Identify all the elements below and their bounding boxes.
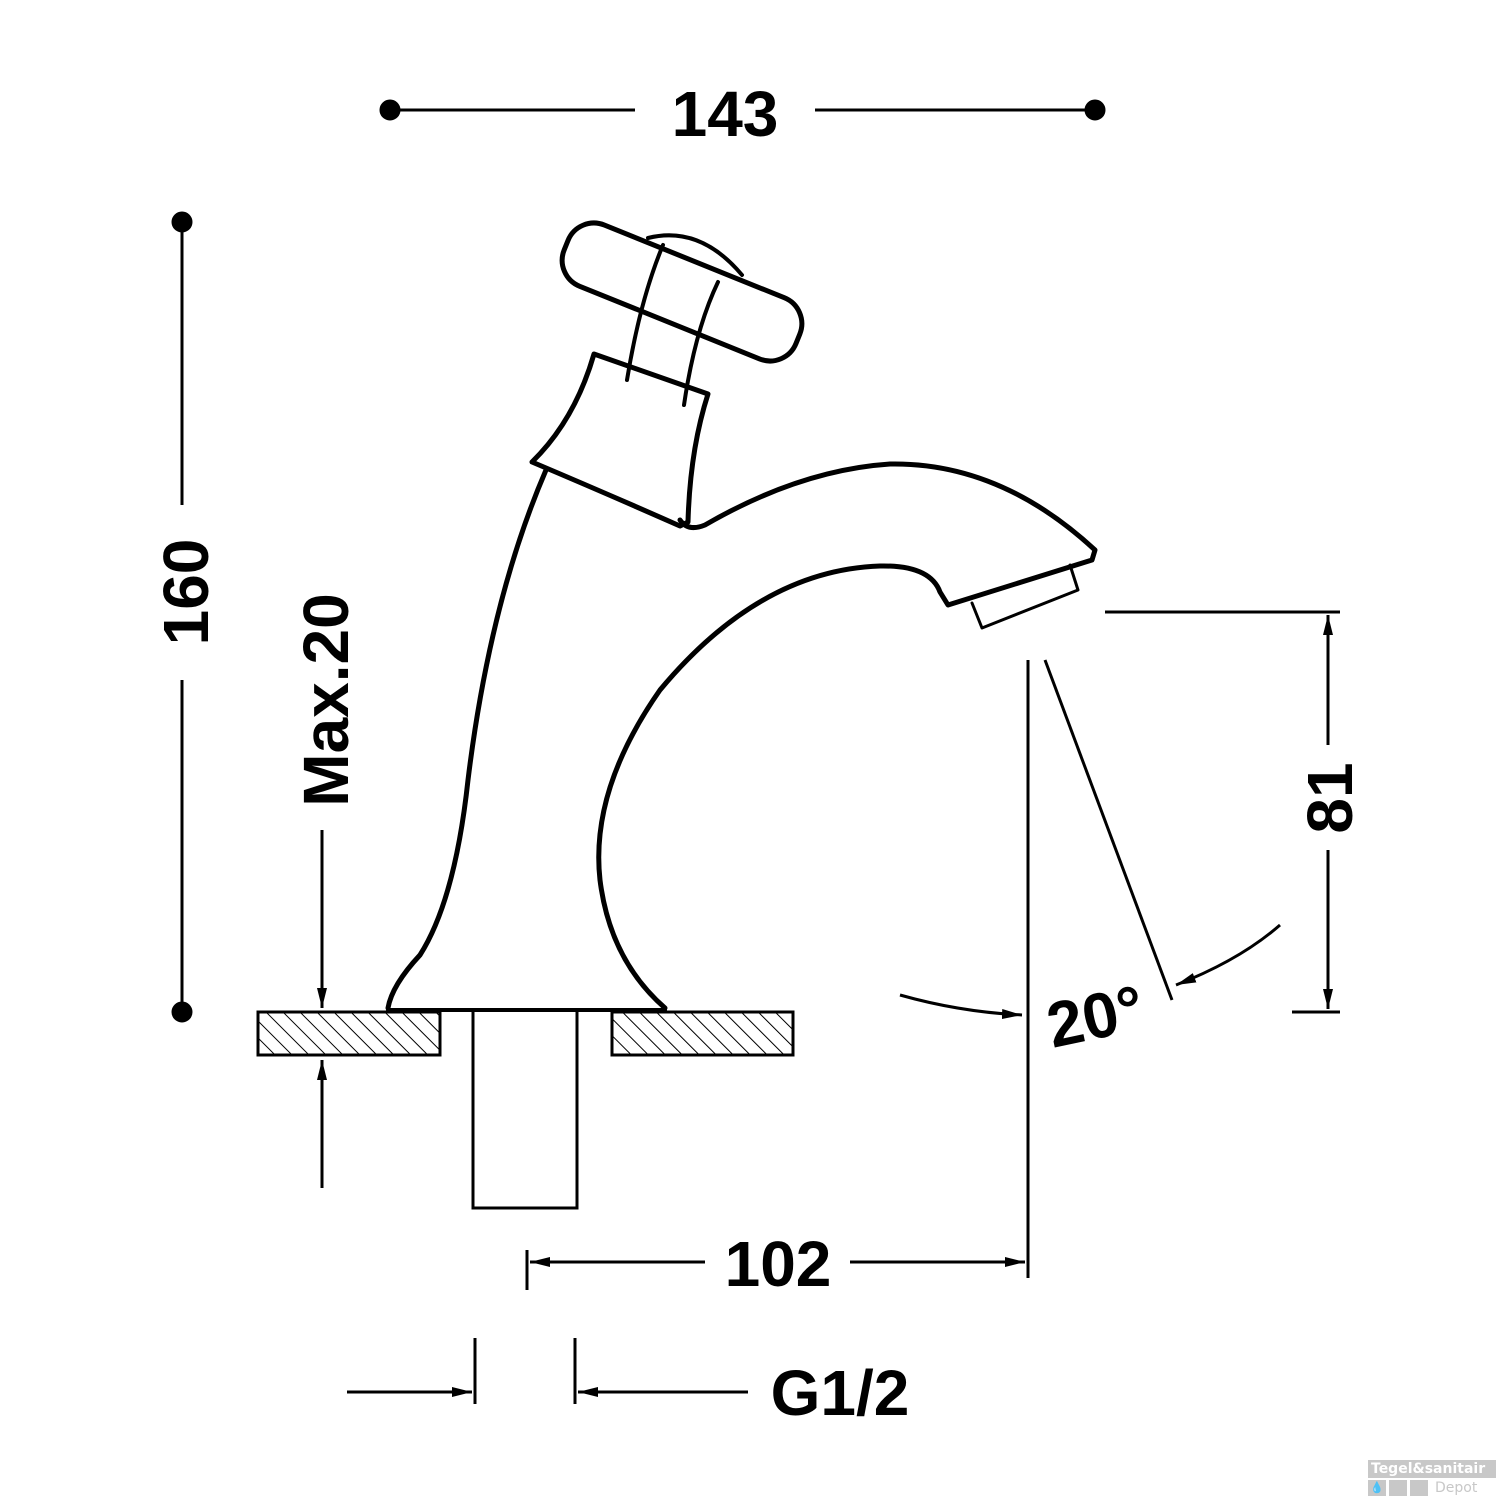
label-160: 160	[150, 539, 222, 646]
handle-cap	[646, 233, 744, 277]
aerator	[970, 563, 1080, 630]
watermark-line2: Depot	[1435, 1480, 1478, 1496]
dim-g12	[347, 1338, 748, 1404]
deck-left	[256, 1010, 442, 1057]
supply-pipe	[471, 1012, 579, 1210]
label-g12: G1/2	[771, 1357, 910, 1429]
label-max20: Max.20	[290, 593, 362, 806]
dim-angle	[899, 659, 1281, 1278]
dim-160	[171, 211, 193, 1023]
watermark-logo: Tegel&sanitair 💧 Depot	[1368, 1460, 1496, 1496]
dim-102	[525, 1250, 1025, 1290]
label-81: 81	[1294, 762, 1366, 833]
tile-icon	[1389, 1480, 1407, 1496]
dim-143	[379, 99, 1106, 121]
watermark-line1: Tegel&sanitair	[1368, 1460, 1496, 1478]
label-143: 143	[672, 78, 779, 150]
faucet-body	[385, 467, 549, 1011]
cross-handle	[559, 220, 805, 364]
droplet-icon: 💧	[1368, 1480, 1386, 1496]
label-102: 102	[725, 1228, 832, 1300]
tile-icon	[1410, 1480, 1428, 1496]
label-20deg: 20°	[1041, 971, 1151, 1062]
deck-right	[610, 1010, 795, 1057]
spout	[596, 461, 1098, 1011]
dim-81	[1105, 610, 1340, 1014]
bonnet	[529, 351, 711, 529]
